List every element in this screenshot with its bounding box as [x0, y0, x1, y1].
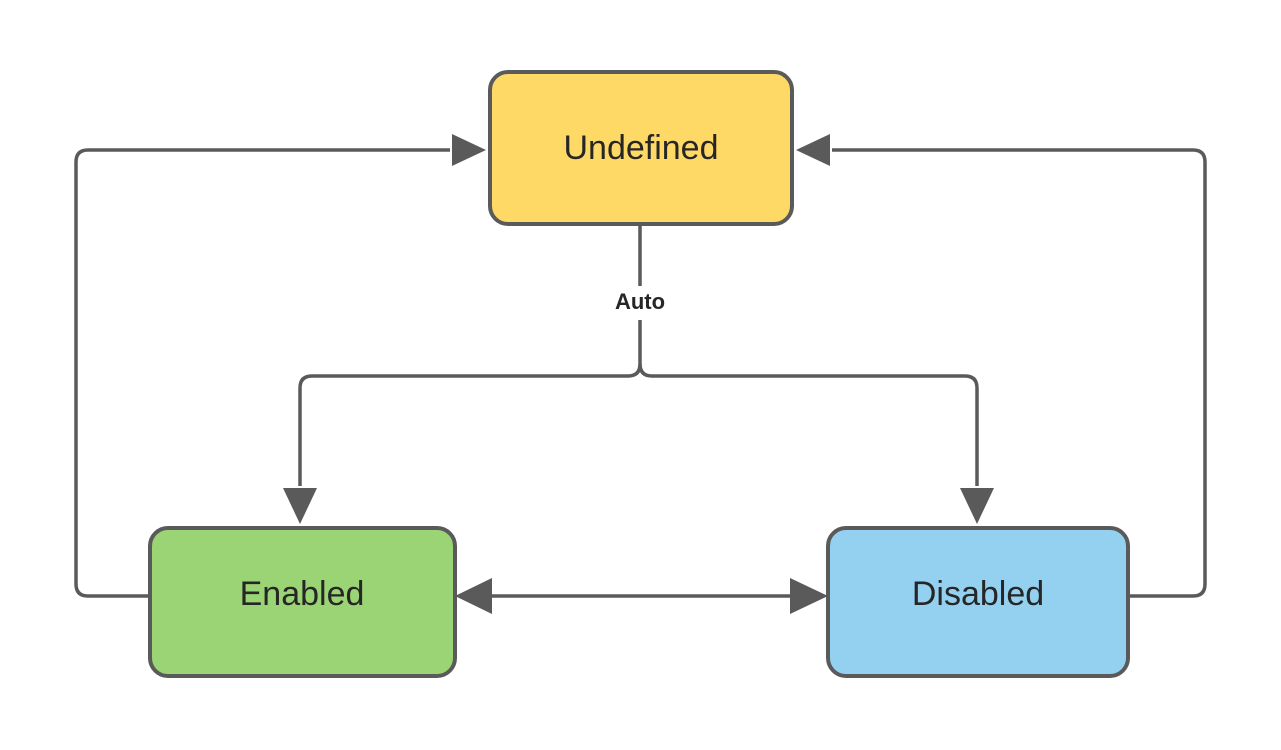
state-node-undefined[interactable]: Undefined [488, 70, 794, 226]
edge-undefined-auto-to-enabled-arrowhead [283, 488, 317, 524]
state-node-disabled[interactable]: Disabled [826, 526, 1130, 678]
state-node-disabled-box[interactable] [826, 526, 1130, 678]
state-node-undefined-label: Undefined [563, 129, 718, 167]
state-node-undefined-box[interactable] [488, 70, 794, 226]
edge-undefined-auto-to-disabled-path [638, 363, 979, 486]
edge-disabled-to-undefined-arrowhead [796, 134, 830, 166]
edge-undefined-auto-to-enabled-path [298, 363, 642, 486]
edge-auto-label: Auto [615, 289, 665, 314]
edge-disabled-to-undefined[interactable] [796, 134, 1207, 598]
state-node-disabled-label: Disabled [912, 575, 1044, 613]
edge-disabled-to-undefined-path [832, 148, 1207, 598]
edge-undefined-auto-branch[interactable]: Auto [283, 224, 994, 524]
state-node-enabled-box[interactable] [148, 526, 457, 678]
edge-enabled-disabled-arrowhead-right [790, 578, 828, 614]
edge-undefined-auto-to-disabled-arrowhead [960, 488, 994, 524]
edge-enabled-to-undefined-path [74, 148, 450, 598]
edge-enabled-disabled-arrowhead-left [455, 578, 492, 614]
state-node-enabled-label: Enabled [240, 575, 365, 613]
edge-enabled-disabled-bidirectional[interactable] [455, 578, 828, 614]
edge-enabled-to-undefined[interactable] [74, 134, 486, 598]
state-node-enabled[interactable]: Enabled [148, 526, 457, 678]
edge-enabled-to-undefined-arrowhead [452, 134, 486, 166]
edge-auto-label-background [596, 286, 684, 320]
